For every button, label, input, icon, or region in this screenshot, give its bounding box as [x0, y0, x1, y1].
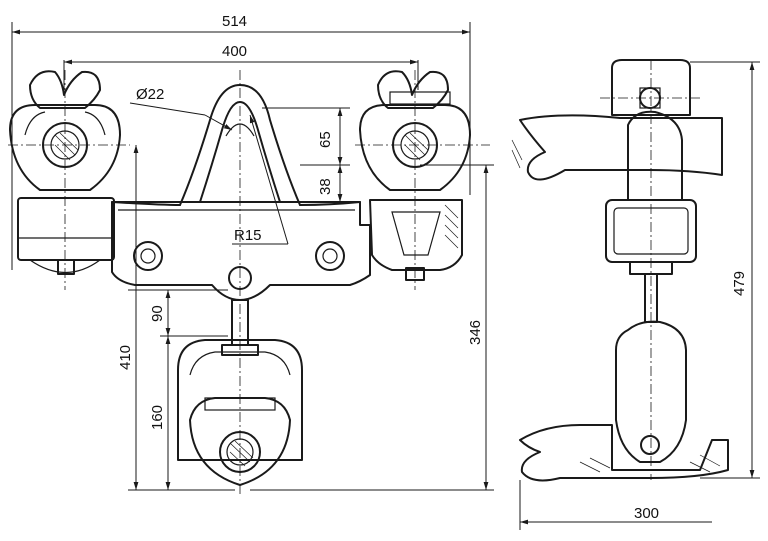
- left-clamp-jaws: [24, 111, 106, 136]
- plate-hole-right-inner: [322, 248, 338, 264]
- side-view: 479 300: [511, 59, 760, 530]
- plate-hole-left-inner: [140, 248, 156, 264]
- dim-radius: R15: [234, 227, 262, 244]
- side-top-cap: [611, 59, 691, 116]
- side-upper-conductor: [519, 114, 723, 181]
- right-clamp-block: [369, 199, 463, 271]
- side-lower-body: [615, 320, 687, 463]
- dim-65: 65: [317, 131, 334, 148]
- front-view: Ø22 R15 65 38 90 160 410 346 514: [8, 13, 494, 495]
- dim-160: 160: [149, 405, 166, 430]
- dim-400: 400: [222, 43, 247, 60]
- right-block-wedge: [391, 211, 441, 256]
- left-clamp: [9, 70, 121, 275]
- dim-90: 90: [149, 305, 166, 322]
- plate-hole-right: [315, 241, 345, 271]
- dim-38: 38: [317, 178, 334, 195]
- left-clamp-block: [17, 197, 115, 261]
- dim-514: 514: [222, 13, 247, 30]
- right-block-hatch: [444, 204, 459, 249]
- left-block-base: [29, 259, 101, 273]
- dia-arrow: [204, 114, 233, 131]
- side-lower-conductor: [519, 424, 729, 482]
- beam-right-upper: [299, 201, 361, 206]
- bottom-frame-inner: [189, 351, 291, 376]
- left-clamp-body: [9, 104, 121, 191]
- left-block-nut: [57, 259, 75, 275]
- side-body-upper: [627, 110, 683, 201]
- side-lower-pin: [640, 435, 660, 455]
- radius-arrow: [249, 114, 289, 245]
- dim-479: 479: [731, 271, 748, 296]
- right-clamp-body: [359, 104, 471, 191]
- dim-410: 410: [117, 345, 134, 370]
- right-clamp-ears: [377, 70, 449, 109]
- beam-left-upper: [111, 201, 181, 206]
- bottom-conductor-hatch: [229, 440, 254, 467]
- dia-leader: [129, 102, 206, 116]
- dim-346: 346: [467, 320, 484, 345]
- dim-300: 300: [634, 505, 659, 522]
- side-lower-hatch: [579, 454, 721, 473]
- yoke-plate: [111, 201, 371, 301]
- right-clamp-bolt: [389, 91, 451, 105]
- side-upper-conductor-cut: [511, 139, 523, 169]
- bottom-clamp-body: [189, 397, 291, 486]
- plate-hole-left: [133, 241, 163, 271]
- dim-hole-diameter: Ø22: [136, 86, 164, 103]
- left-clamp-ears: [29, 70, 101, 109]
- bottom-clamp-frame: [177, 339, 303, 461]
